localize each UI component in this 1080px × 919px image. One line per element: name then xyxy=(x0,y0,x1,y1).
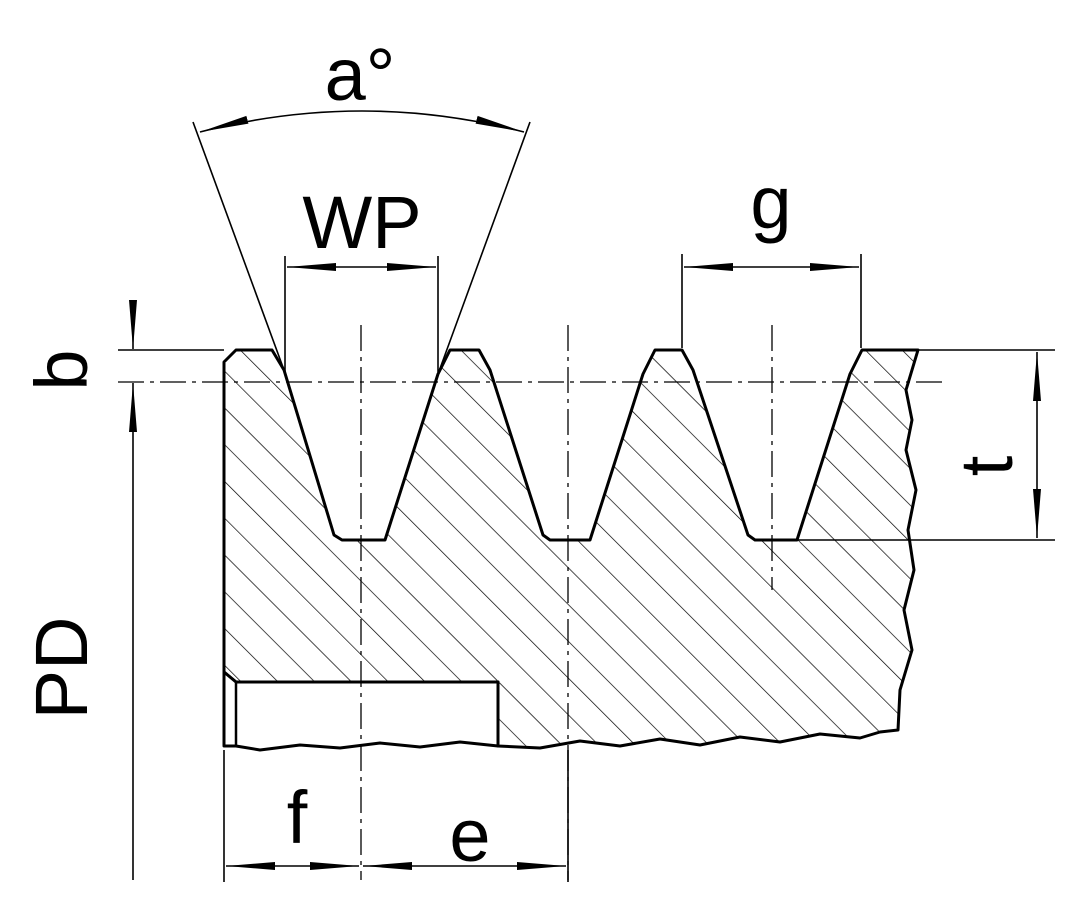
wp-label: WP xyxy=(302,181,421,264)
pd-label: PD xyxy=(20,617,103,720)
pulley-section xyxy=(222,348,920,752)
g-label: g xyxy=(750,161,791,244)
angle-extension-right xyxy=(437,121,531,375)
pulley-body xyxy=(222,348,920,750)
t-label: t xyxy=(945,455,1028,476)
angle-label: a° xyxy=(325,33,396,116)
dimension-lines xyxy=(118,110,1055,882)
angle-extension-left xyxy=(192,121,285,371)
e-label: e xyxy=(449,794,490,877)
f-label: f xyxy=(287,776,308,859)
angle-dimension-arc xyxy=(199,110,525,133)
b-label: b xyxy=(20,349,103,390)
